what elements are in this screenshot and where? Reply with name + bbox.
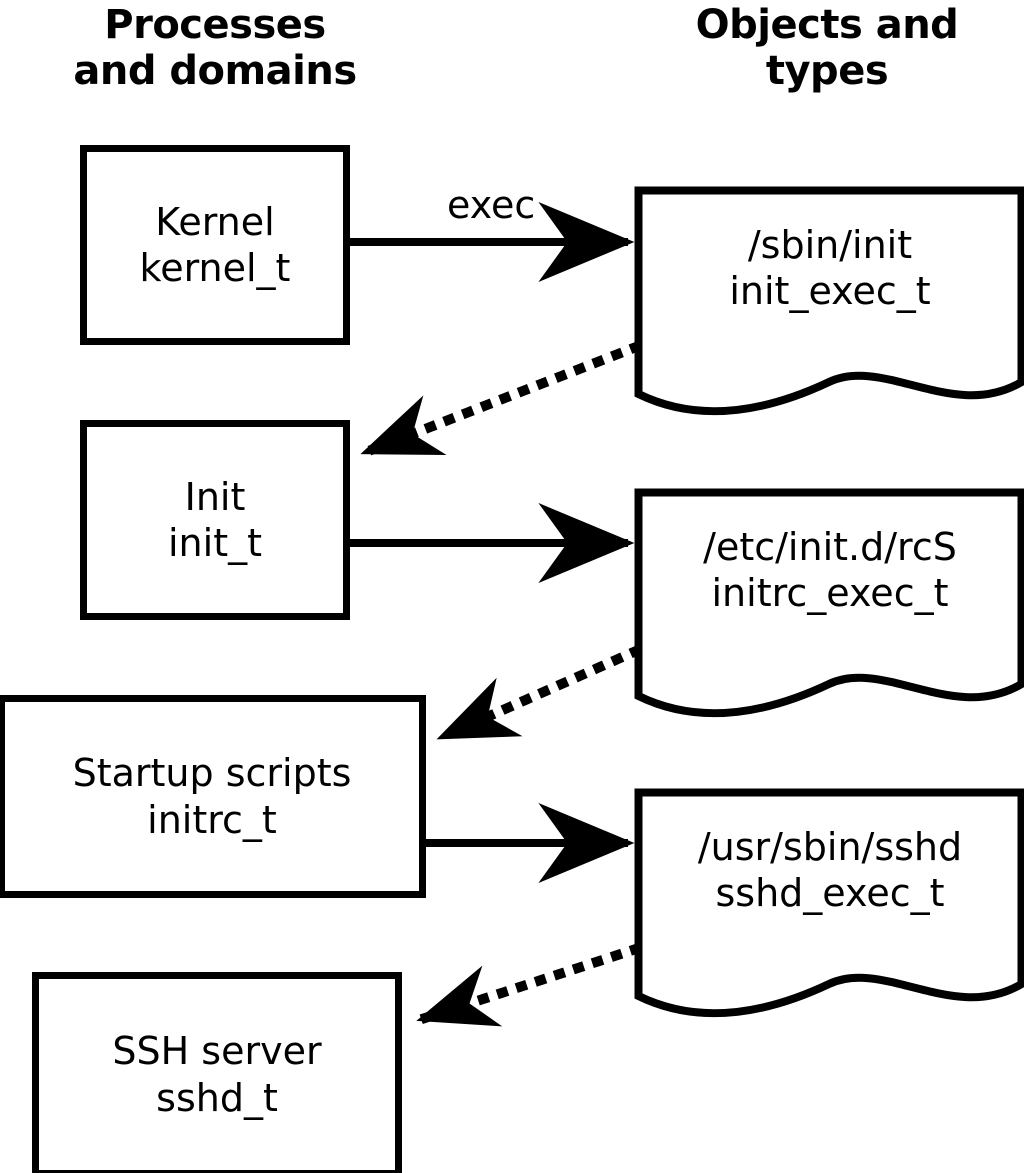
dotted-edge-sbin-init-to-init bbox=[359, 340, 643, 459]
dotted-edge-sshd-exec-to-sshd bbox=[415, 942, 643, 1027]
object-doc-etc-initd-rcs[interactable] bbox=[634, 488, 1024, 724]
object-type: init_exec_t bbox=[729, 269, 931, 314]
object-type: sshd_exec_t bbox=[715, 871, 945, 916]
object-doc-label-sbin-init: /sbin/init init_exec_t bbox=[634, 222, 1024, 315]
object-doc-sbin-init[interactable] bbox=[634, 186, 1024, 422]
domain-box-startup-scripts[interactable]: Startup scripts initrc_t bbox=[0, 695, 426, 898]
object-path: /sbin/init bbox=[747, 223, 913, 267]
domain-type: sshd_t bbox=[156, 1075, 278, 1120]
domain-box-ssh-server[interactable]: SSH server sshd_t bbox=[32, 972, 402, 1173]
domain-box-init[interactable]: Init init_t bbox=[80, 420, 350, 620]
object-doc-usr-sbin-sshd[interactable] bbox=[634, 788, 1024, 1024]
domain-box-kernel[interactable]: Kernel kernel_t bbox=[80, 145, 350, 345]
column-header-processes: Processes and domains bbox=[73, 2, 357, 94]
domain-name: Init bbox=[184, 474, 246, 519]
domain-type: initrc_t bbox=[147, 797, 277, 842]
domain-type: init_t bbox=[168, 521, 262, 565]
object-doc-label-etc-initd-rcs: /etc/init.d/rcS initrc_exec_t bbox=[634, 524, 1024, 617]
object-doc-label-usr-sbin-sshd: /usr/sbin/sshd sshd_exec_t bbox=[634, 824, 1024, 917]
domain-name: SSH server bbox=[112, 1029, 322, 1074]
object-path: /etc/init.d/rcS bbox=[703, 525, 957, 569]
column-header-objects: Objects and types bbox=[695, 2, 959, 94]
object-type: initrc_exec_t bbox=[711, 571, 949, 616]
domain-name: Kernel bbox=[155, 199, 275, 244]
domain-name: Startup scripts bbox=[72, 751, 352, 796]
dotted-edge-rcs-to-initrc bbox=[435, 644, 643, 744]
domain-type: kernel_t bbox=[139, 246, 291, 290]
object-path: /usr/sbin/sshd bbox=[697, 825, 963, 869]
edge-label-exec: exec bbox=[447, 183, 536, 227]
